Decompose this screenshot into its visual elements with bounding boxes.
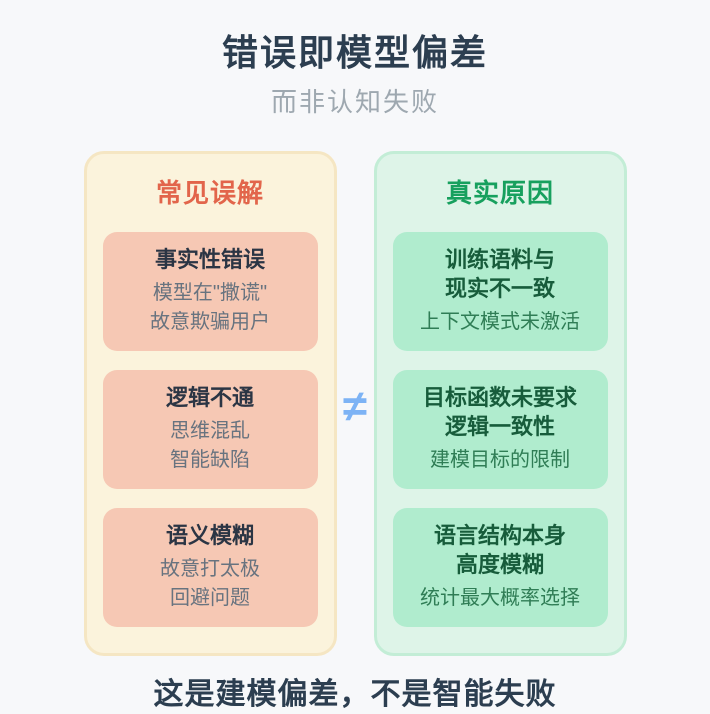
reasons-card: 真实原因 训练语料与 现实不一致 上下文模式未激活 目标函数未要求 逻辑一致性 … [373, 151, 627, 656]
reason-item-training-data: 训练语料与 现实不一致 上下文模式未激活 [392, 232, 608, 352]
reason-item-language-ambiguity: 语言结构本身 高度模糊 统计最大概率选择 [392, 508, 608, 628]
comparison-columns: 常见误解 事实性错误 模型在"撒谎" 故意欺骗用户 逻辑不通 思维混乱 智能缺陷… [0, 151, 710, 656]
item-line: 故意打太极 [160, 558, 260, 581]
item-title: 目标函数未要求 逻辑一致性 [399, 383, 602, 441]
misconceptions-card: 常见误解 事实性错误 模型在"撒谎" 故意欺骗用户 逻辑不通 思维混乱 智能缺陷… [83, 151, 337, 656]
item-title-line: 现实不一致 [444, 276, 555, 302]
item-title-line: 高度模糊 [455, 552, 544, 578]
page-subtitle: 而非认知失败 [270, 87, 439, 117]
reasons-header: 真实原因 [445, 178, 554, 208]
item-line: 思维混乱 [170, 420, 250, 443]
item-title: 训练语料与 现实不一致 [399, 245, 602, 303]
item-title: 语言结构本身 高度模糊 [399, 521, 602, 579]
item-line: 智能缺陷 [170, 449, 250, 472]
item-line: 统计最大概率选择 [420, 587, 580, 610]
item-line: 回避问题 [170, 587, 250, 610]
footer-text: 这是建模偏差，不是智能失败 [153, 678, 557, 711]
item-line: 上下文模式未激活 [420, 311, 580, 334]
not-equal-symbol: ≠ [342, 382, 368, 431]
reason-item-objective-function: 目标函数未要求 逻辑一致性 建模目标的限制 [392, 370, 608, 490]
item-title: 事实性错误 [154, 247, 265, 272]
item-line: 建模目标的限制 [430, 449, 570, 472]
item-title-line: 训练语料与 [444, 247, 555, 272]
item-line: 故意欺骗用户 [150, 311, 270, 334]
item-line: 模型在"撒谎" [152, 282, 268, 305]
item-title-line: 语言结构本身 [433, 523, 566, 549]
misconception-item-semantic-vague: 语义模糊 故意打太极 回避问题 [102, 508, 318, 628]
misconception-item-logic-broken: 逻辑不通 思维混乱 智能缺陷 [102, 370, 318, 490]
item-title: 逻辑不通 [165, 385, 254, 411]
misconception-item-factual-error: 事实性错误 模型在"撒谎" 故意欺骗用户 [102, 232, 318, 352]
page-title: 错误即模型偏差 [221, 32, 488, 73]
misconceptions-header: 常见误解 [155, 178, 264, 208]
item-title-line: 逻辑一致性 [444, 414, 555, 440]
item-title-line: 目标函数未要求 [422, 385, 577, 411]
item-title: 语义模糊 [165, 523, 254, 549]
